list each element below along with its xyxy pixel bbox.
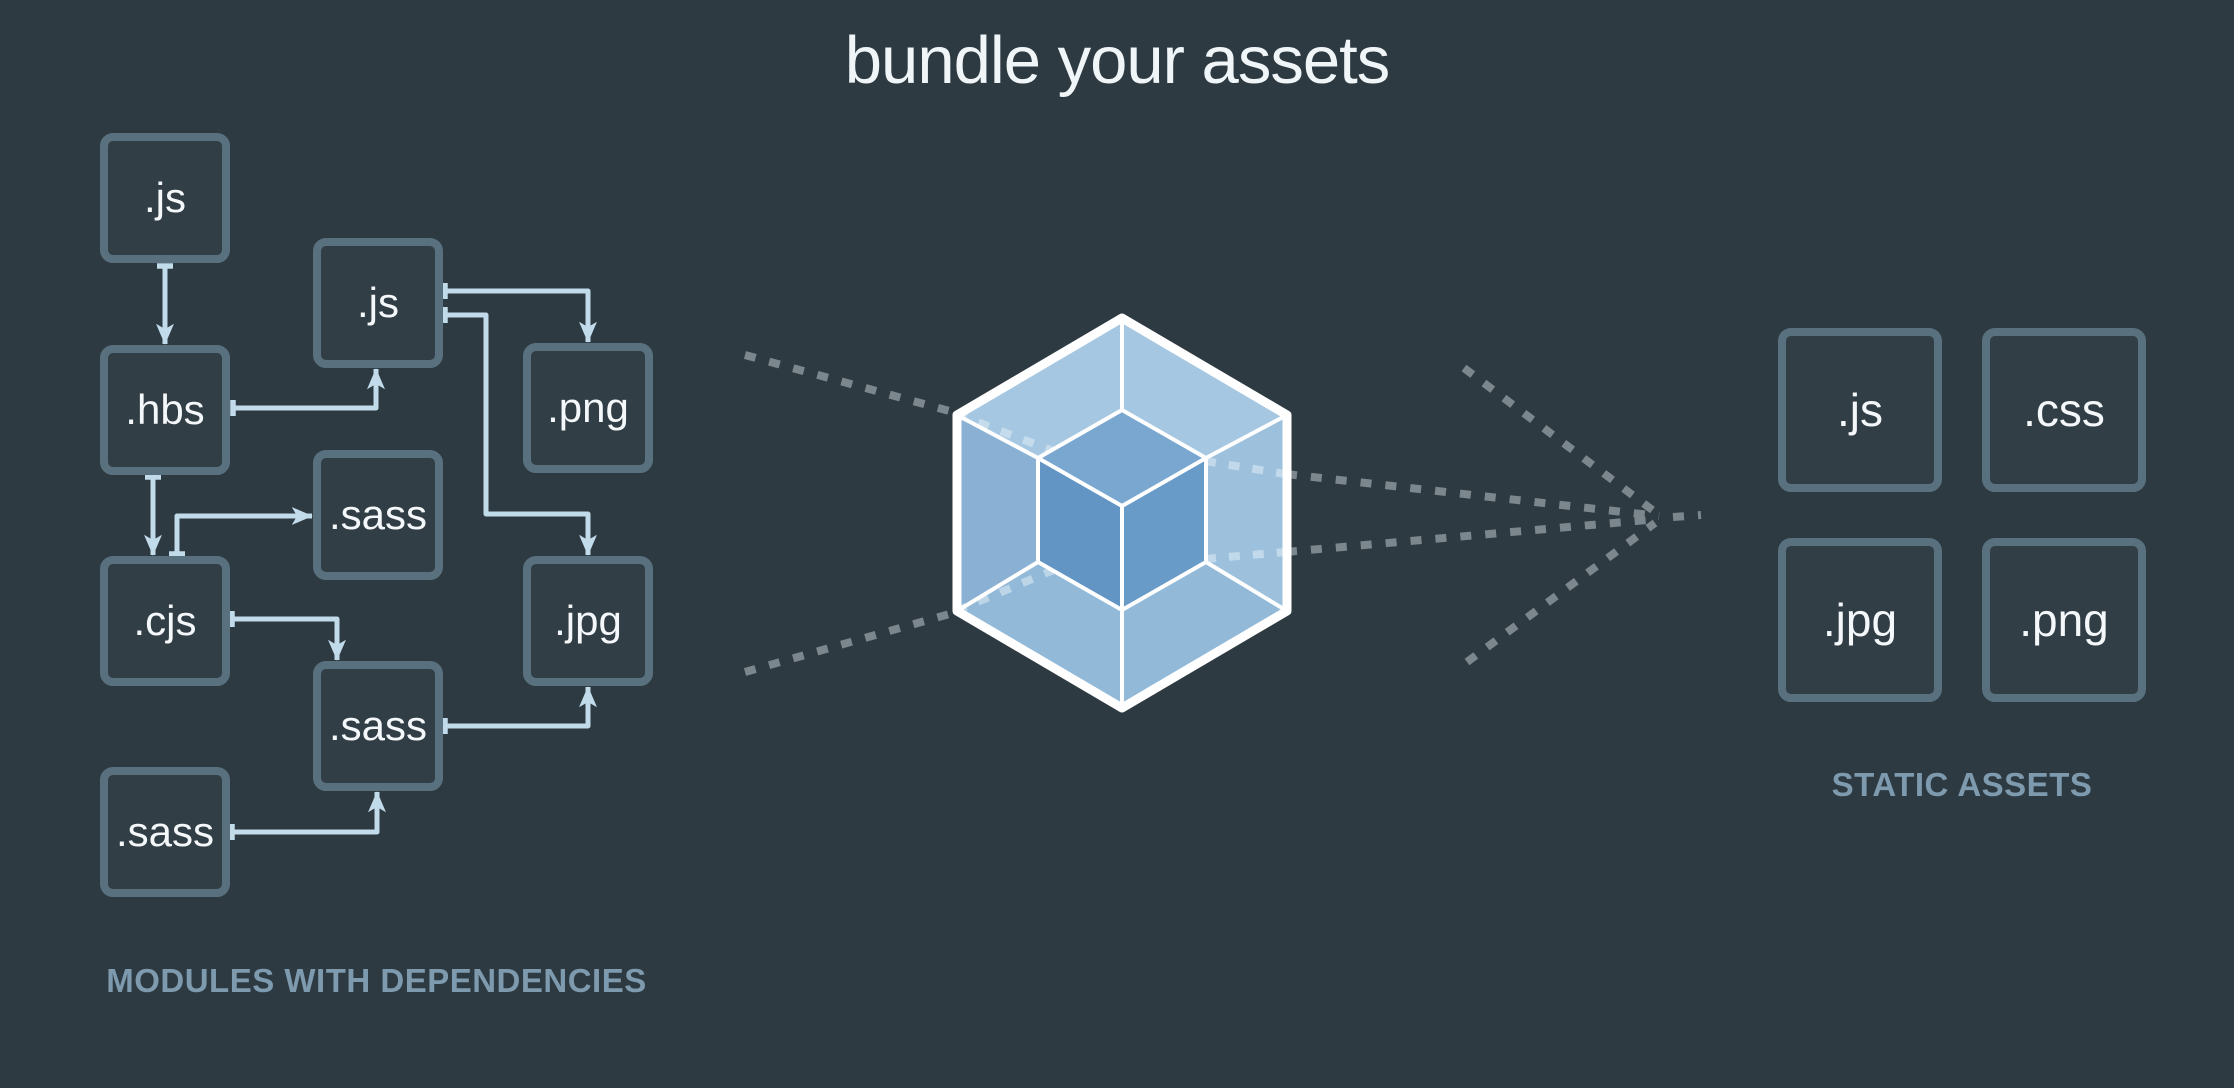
box-label: .png <box>2019 594 2109 646</box>
asset-box-js: .js <box>1778 328 1942 492</box>
dependency-arrow <box>445 686 598 729</box>
box-label: .js <box>357 279 399 326</box>
module-box-sass: .sass <box>100 767 230 897</box>
dashed-flow-line <box>1461 364 1658 516</box>
module-box-jpg: .jpg <box>523 556 653 686</box>
webpack-logo <box>952 313 1292 713</box>
module-box-png: .png <box>523 343 653 473</box>
module-box-js: .js <box>100 133 230 263</box>
flow-lines-layer <box>143 263 1702 840</box>
modules-section-label: MODULES WITH DEPENDENCIES <box>106 962 647 999</box>
dependency-arrow <box>445 288 597 343</box>
module-box-js: .js <box>313 238 443 368</box>
asset-box-png: .png <box>1982 538 2146 702</box>
module-box-sass: .sass <box>313 661 443 791</box>
dependency-arrow <box>233 368 386 411</box>
dashed-flow-line <box>1285 515 1660 556</box>
dependency-arrow <box>445 312 597 556</box>
cube-inner-edges <box>955 316 1289 710</box>
dependency-arrow <box>232 616 346 661</box>
page-title: bundle your assets <box>844 23 1390 98</box>
dashed-flow-line <box>1285 470 1660 520</box>
cube-outline <box>952 313 1292 713</box>
cube-left-face <box>957 415 1038 611</box>
box-label: .jpg <box>1822 594 1898 646</box>
dependency-arrow <box>232 791 387 835</box>
box-label: .jpg <box>554 597 622 644</box>
asset-box-jpg: .jpg <box>1778 538 1942 702</box>
asset-box-css: .css <box>1982 328 2146 492</box>
dashed-flow-line <box>743 609 955 676</box>
dependency-arrow <box>174 507 313 554</box>
dashed-flow-line <box>1672 511 1702 521</box>
box-label: .js <box>1837 384 1883 436</box>
box-label: .hbs <box>125 386 205 433</box>
module-box-sass: .sass <box>313 450 443 580</box>
box-label: .sass <box>328 702 428 749</box>
box-label: .cjs <box>133 597 197 644</box>
box-label: .png <box>547 384 629 431</box>
box-label: .sass <box>115 808 215 855</box>
assets-section-label: STATIC ASSETS <box>1831 766 2093 803</box>
cube-right-face <box>1206 415 1287 611</box>
dashed-flow-line-inside-cube <box>954 565 1058 615</box>
dashed-flow-line <box>743 351 955 416</box>
module-box-cjs: .cjs <box>100 556 230 686</box>
box-label: .js <box>144 174 186 221</box>
cube-inner-dashes <box>954 410 1286 615</box>
dashed-flow-line-inside-cube <box>954 410 1058 456</box>
dashed-flow-line <box>1464 519 1658 666</box>
box-label: .css <box>2023 384 2105 436</box>
module-box-hbs: .hbs <box>100 345 230 475</box>
box-label: .sass <box>328 491 428 538</box>
